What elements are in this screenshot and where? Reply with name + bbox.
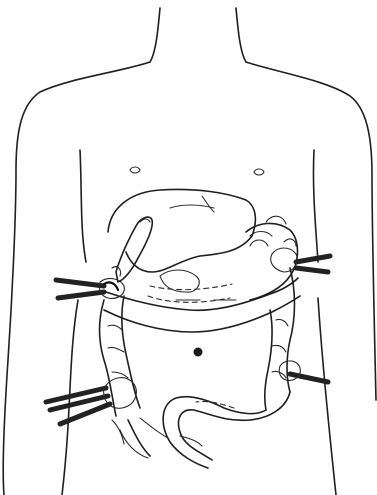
umbilicus (194, 348, 203, 357)
ligature-clamps-upper-left (56, 267, 124, 299)
sigmoid-colon (163, 392, 290, 468)
descending-colon (265, 268, 295, 410)
ligature-clamps-lower-left (46, 378, 168, 458)
nipples (130, 167, 264, 175)
liver (108, 189, 255, 272)
transverse-colon (104, 270, 300, 332)
